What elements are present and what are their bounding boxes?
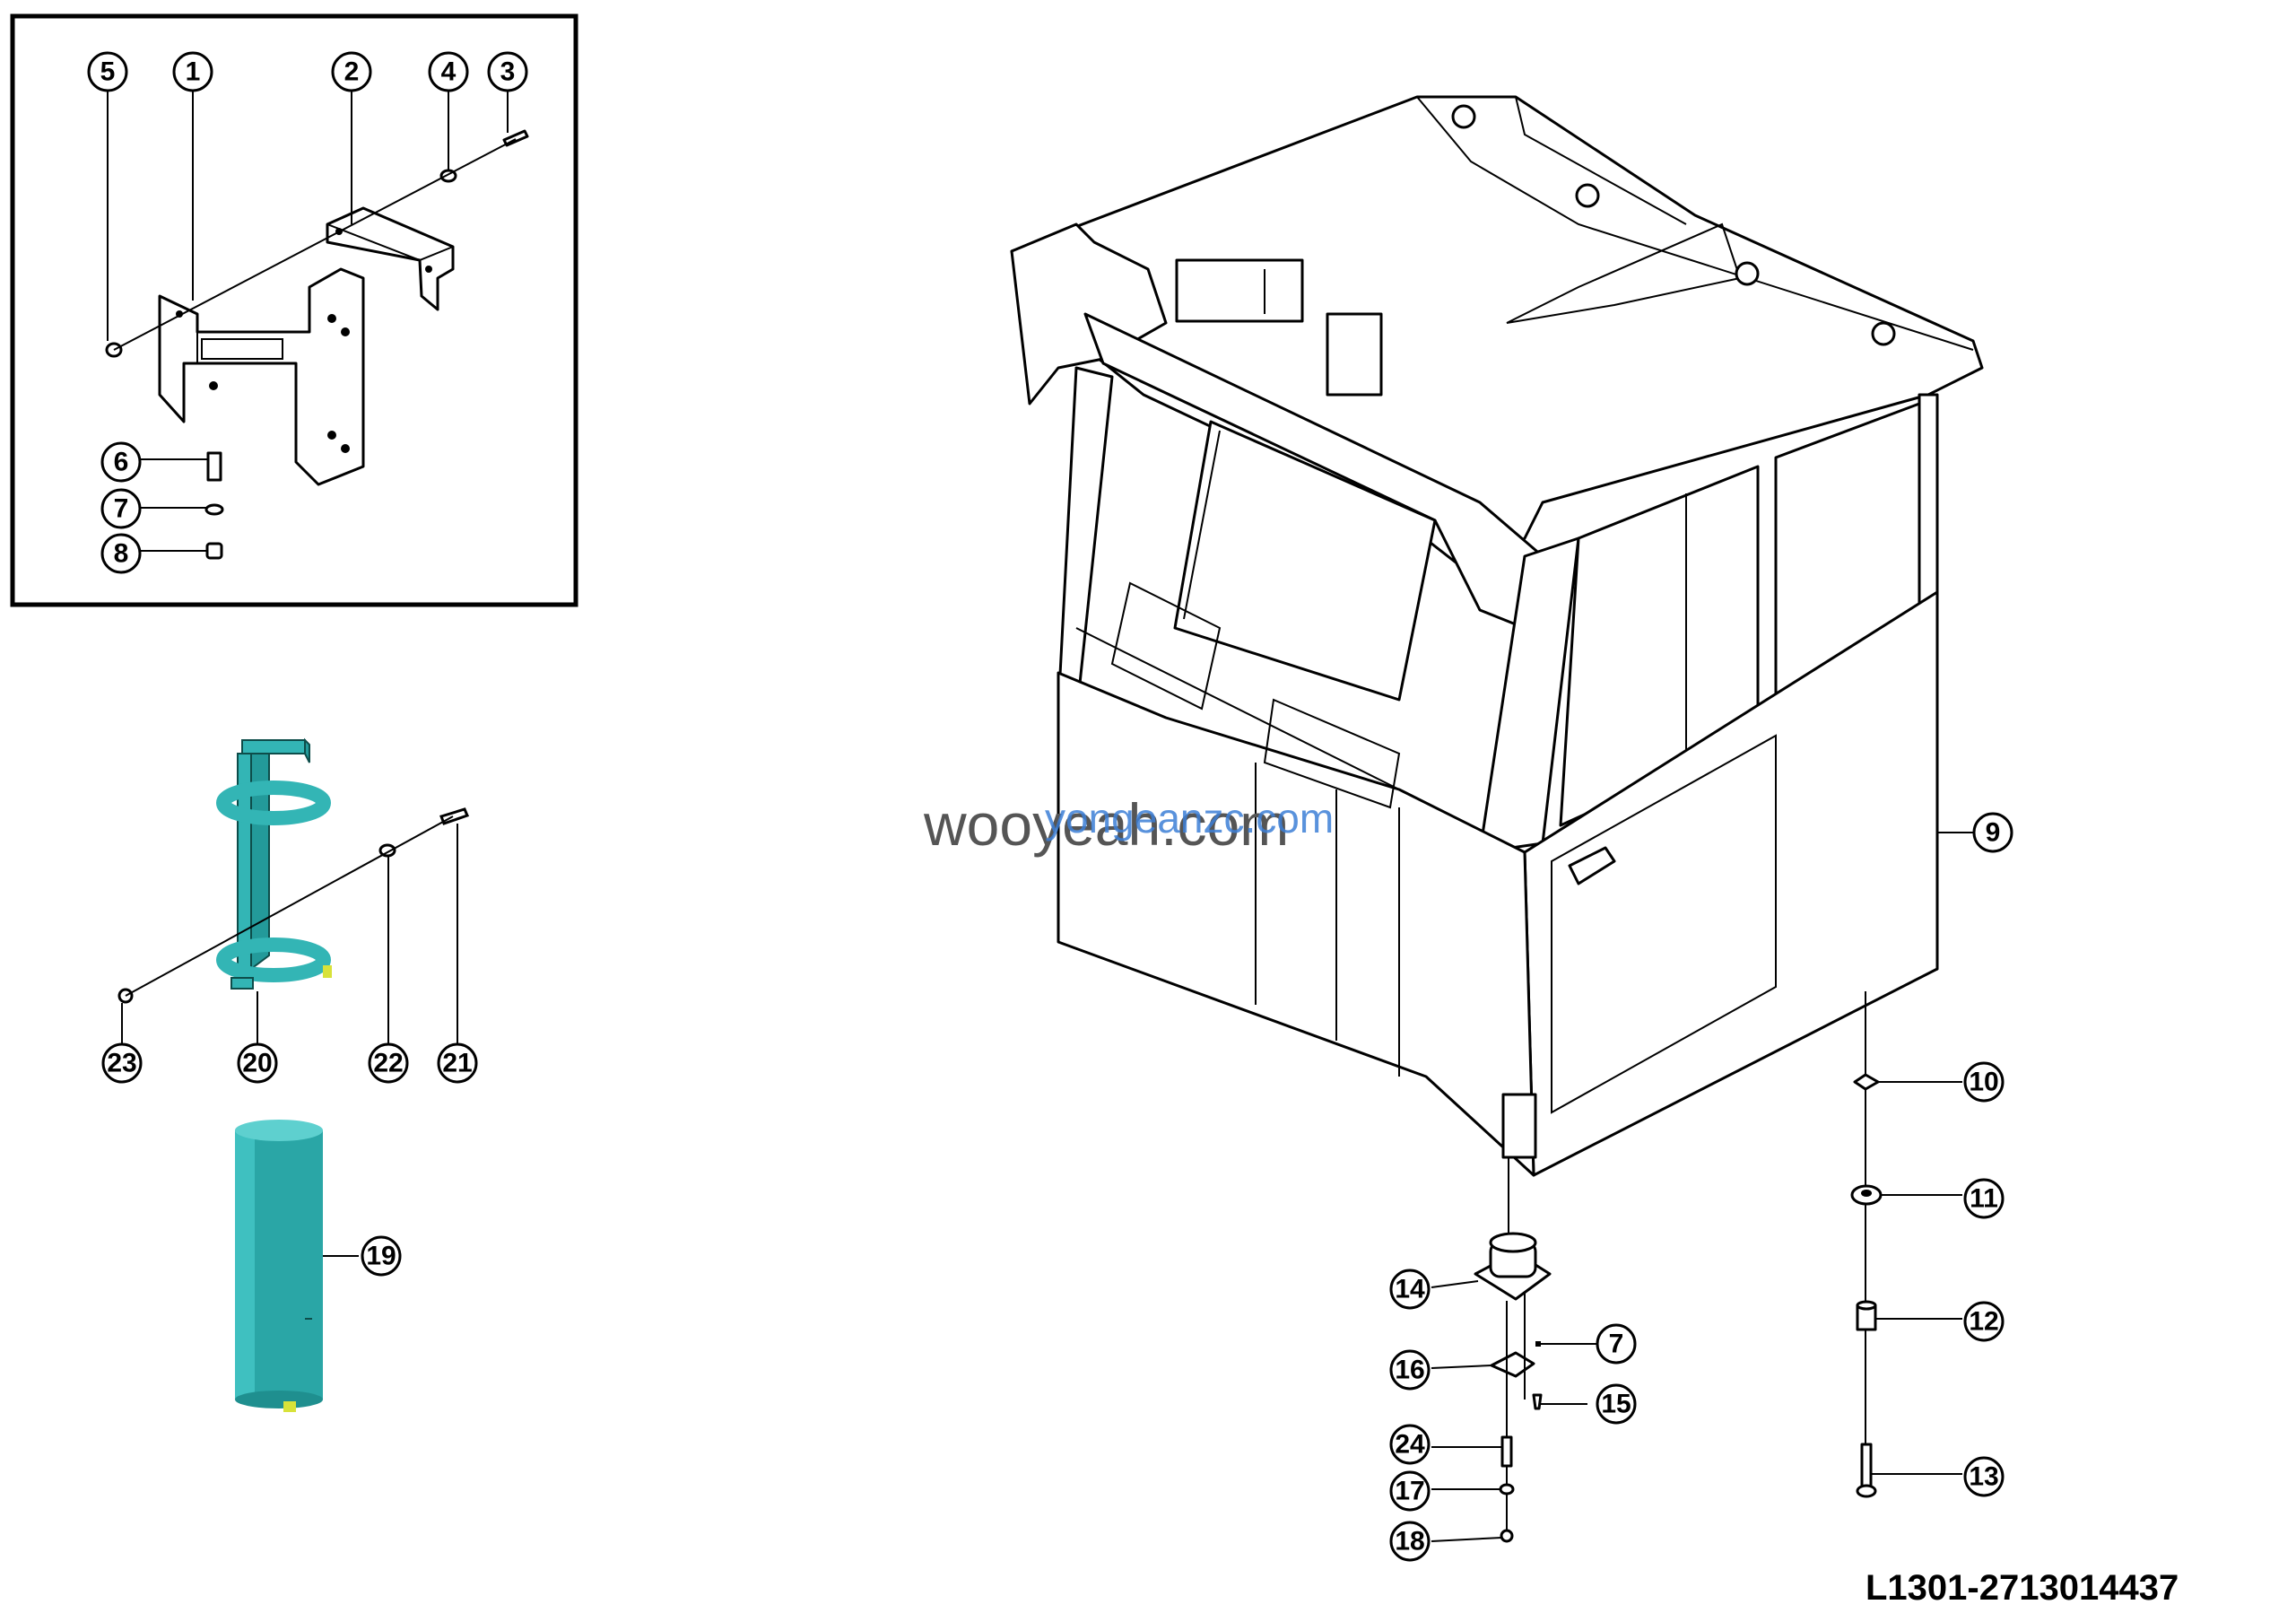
svg-text:7: 7 bbox=[1609, 1330, 1624, 1359]
callouts: 5 1 2 4 3 6 7 8 23 20 22 21 19 9 10 11 1… bbox=[87, 51, 2013, 1562]
watermark-secondary: yongeanzc.com bbox=[1045, 795, 1334, 842]
front-mount-stack bbox=[1474, 1232, 1552, 1543]
callout-24: 24 bbox=[1389, 1424, 1431, 1465]
svg-text:7: 7 bbox=[114, 494, 129, 524]
svg-text:9: 9 bbox=[1986, 818, 2001, 848]
callout-7: 7 bbox=[100, 488, 142, 529]
svg-text:21: 21 bbox=[442, 1049, 472, 1078]
svg-text:12: 12 bbox=[1969, 1307, 1998, 1337]
callout-16: 16 bbox=[1389, 1349, 1431, 1391]
svg-text:1: 1 bbox=[186, 57, 201, 87]
svg-text:23: 23 bbox=[107, 1049, 136, 1078]
callout-14: 14 bbox=[1389, 1269, 1431, 1310]
lower-nut bbox=[205, 542, 223, 560]
svg-text:18: 18 bbox=[1395, 1527, 1424, 1557]
svg-text:8: 8 bbox=[114, 539, 129, 569]
svg-text:13: 13 bbox=[1969, 1462, 1998, 1492]
mounting-bracket bbox=[158, 267, 365, 486]
svg-text:17: 17 bbox=[1395, 1477, 1424, 1506]
callout-1: 1 bbox=[172, 51, 213, 92]
callout-17: 17 bbox=[1389, 1470, 1431, 1512]
svg-text:11: 11 bbox=[1970, 1184, 1998, 1214]
ext-washer bbox=[378, 843, 396, 858]
rear-mount-stack bbox=[1850, 1073, 1883, 1498]
callout-2: 2 bbox=[331, 51, 372, 92]
svg-text:16: 16 bbox=[1395, 1356, 1424, 1385]
fire-extinguisher bbox=[235, 1120, 323, 1412]
callout-4: 4 bbox=[428, 51, 469, 92]
callout-21: 21 bbox=[437, 1042, 478, 1084]
callout-8: 8 bbox=[100, 533, 142, 574]
callout-15: 15 bbox=[1596, 1383, 1637, 1425]
svg-text:24: 24 bbox=[1395, 1430, 1425, 1460]
svg-text:15: 15 bbox=[1601, 1390, 1631, 1419]
svg-text:2: 2 bbox=[344, 57, 360, 87]
callout-10: 10 bbox=[1963, 1061, 2005, 1103]
extinguisher-bracket bbox=[216, 737, 332, 990]
callout-12: 12 bbox=[1963, 1301, 2005, 1342]
callout-6: 6 bbox=[100, 441, 142, 483]
svg-text:14: 14 bbox=[1395, 1275, 1425, 1304]
svg-text:4: 4 bbox=[441, 57, 457, 87]
svg-text:10: 10 bbox=[1969, 1068, 1998, 1097]
drawing-code: L1301-2713014437 bbox=[1866, 1568, 2179, 1608]
svg-text:19: 19 bbox=[366, 1242, 396, 1271]
callout-18: 18 bbox=[1389, 1521, 1431, 1562]
watermark-primary: wooyeah.com bbox=[923, 791, 1289, 858]
callout-3: 3 bbox=[487, 51, 528, 92]
svg-text:3: 3 bbox=[500, 57, 516, 87]
svg-text:5: 5 bbox=[100, 57, 116, 87]
svg-text:6: 6 bbox=[114, 448, 129, 477]
svg-text:22: 22 bbox=[373, 1049, 403, 1078]
operator-cab bbox=[1010, 95, 1984, 1177]
callout-19: 19 bbox=[361, 1235, 402, 1277]
callout-13: 13 bbox=[1963, 1456, 2005, 1497]
callout-5: 5 bbox=[87, 51, 128, 92]
callout-11: 11 bbox=[1963, 1178, 2005, 1219]
lower-washer bbox=[204, 503, 224, 516]
svg-text:20: 20 bbox=[242, 1049, 272, 1078]
callout-22: 22 bbox=[368, 1042, 409, 1084]
callout-7b: 7 bbox=[1596, 1323, 1637, 1365]
lower-bolt bbox=[206, 451, 222, 482]
callout-20: 20 bbox=[237, 1042, 278, 1084]
inset-frame bbox=[10, 13, 578, 607]
callout-23: 23 bbox=[101, 1042, 143, 1084]
callout-9: 9 bbox=[1972, 812, 2013, 853]
